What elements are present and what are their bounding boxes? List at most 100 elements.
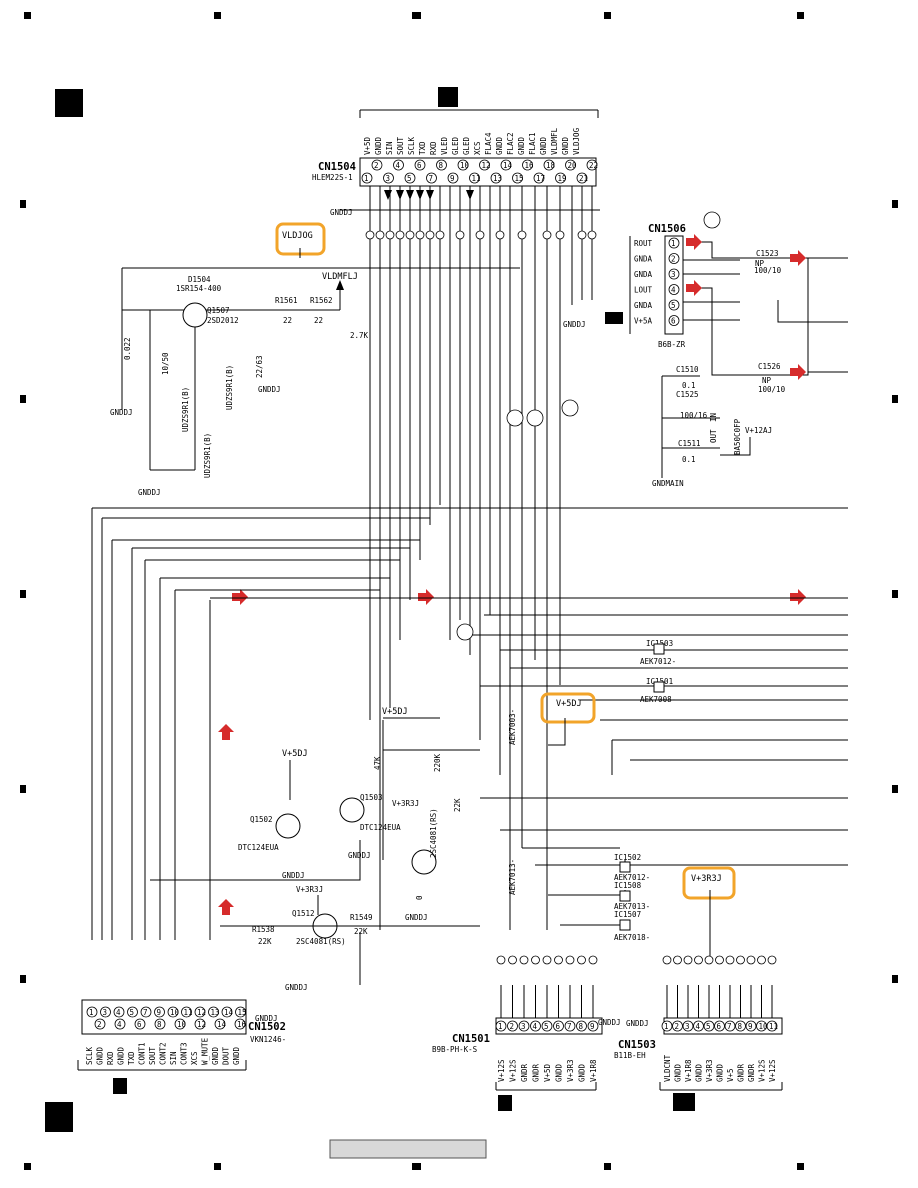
c1523-np: NP	[755, 259, 765, 268]
cn1504-pin-number: 12	[482, 161, 491, 170]
r1502-val: 2.7K	[350, 331, 369, 340]
test-point	[588, 955, 598, 965]
cn1506-pin	[668, 268, 680, 280]
v3r3j-label: V+3R3J	[682, 866, 736, 960]
c1514-val: 0.022	[123, 337, 132, 360]
test-point	[662, 955, 672, 965]
cn1501-signal-label: V+1R8	[589, 1059, 598, 1082]
c1526-np: NP	[762, 376, 772, 385]
cn1504-pin-number: 3	[386, 174, 391, 183]
cn1502-signal-label: TXD	[127, 1051, 136, 1065]
signal-arrow	[232, 589, 248, 605]
test-point	[496, 955, 506, 965]
ic1507-val: AEK7018-	[614, 933, 650, 942]
cn1504-part: HLEM22S-1	[312, 173, 353, 182]
cn1502-pin	[235, 1006, 246, 1018]
q1512-ref: Q1512	[292, 909, 315, 918]
c1526-ref: C1526	[758, 362, 781, 371]
cn1503-pin-number: 8	[738, 1022, 743, 1031]
cn1502-pin-number: 7	[143, 1008, 148, 1017]
cn1501-pin	[587, 1020, 599, 1032]
cn1502-pin-number: 12	[197, 1008, 206, 1017]
vldmflj-text: VLDMFLJ	[322, 272, 358, 282]
cn1502-signal-label: CONT1	[138, 1042, 147, 1065]
cn1501-signal-label: GNDD	[578, 1063, 587, 1082]
test-point	[415, 230, 425, 240]
c1510-ref: C1510	[676, 365, 699, 374]
cn1504-signal-label: XCS	[473, 141, 482, 155]
gnddj-cn1501: GNDDJ	[598, 1018, 621, 1027]
test-point	[542, 230, 552, 240]
cn1502-signal-label: CONT2	[159, 1042, 168, 1065]
cn1504-pin	[533, 172, 545, 184]
cn1506-signal-label: V+5A	[634, 317, 653, 326]
signal-arrow	[790, 364, 806, 380]
v3r3j-text: V+3R3J	[691, 874, 722, 884]
test-point	[715, 955, 724, 965]
cn1503-pin-number: 1	[664, 1022, 669, 1031]
cn1504-signal-label: GNDD	[495, 136, 504, 155]
signal-arrow	[686, 280, 702, 296]
q1502-val: DTC124EUA	[238, 843, 279, 852]
cn1501-pin-number: 2	[510, 1022, 515, 1031]
cn1501-part: B9B-PH-K-S	[432, 1045, 478, 1054]
cn1503-pin	[672, 1020, 683, 1032]
test-point	[365, 230, 375, 240]
cn1502-pin	[94, 1018, 106, 1030]
ic1514-val: AEK7013-	[508, 859, 517, 895]
cn1503-signal-label: VLDCNT	[663, 1054, 672, 1082]
cn1502-signal-label: GNDD	[232, 1046, 241, 1065]
cn1501-pin-number: 8	[579, 1022, 584, 1031]
signal-arrow	[686, 234, 702, 250]
cn1504-signal-label: GNDD	[374, 136, 383, 155]
cn1504-pin-number: 1	[364, 174, 369, 183]
gnddj-1: GNDDJ	[110, 408, 133, 417]
gnddj-q1502: GNDDJ	[282, 871, 305, 880]
r1562-val: 22	[314, 316, 323, 325]
cn1504-signal-label: GNDD	[561, 136, 570, 155]
cn1504-pin	[457, 159, 469, 171]
test-point	[757, 955, 766, 965]
cn1503-pin	[714, 1020, 725, 1032]
cn1502-pin-number: 4	[116, 1008, 121, 1017]
test-point	[542, 955, 552, 965]
cn1506-pin-number: 6	[671, 317, 676, 326]
cn1502-signal-label: GNDD	[96, 1046, 105, 1065]
vldjog-label: VLDJOG	[275, 222, 326, 258]
cn1504-pin	[426, 172, 437, 184]
test-point	[577, 230, 587, 240]
cn1502-part: VKN1246-	[250, 1035, 286, 1044]
v3r3j-q1511: V+3R3J	[392, 799, 419, 808]
cn1501-ref: CN1501	[452, 1033, 490, 1045]
signal-arrow	[218, 724, 234, 740]
cn1502-pin	[194, 1018, 206, 1030]
cn1502-pin-number: 6	[137, 1020, 142, 1029]
c1511-val: 0.1	[682, 455, 696, 464]
cn1504-pin	[371, 159, 383, 171]
cn1502-pin-number: 16	[237, 1020, 247, 1029]
cn1502-signal-label: DOUT	[222, 1046, 231, 1065]
cn1502-pin	[154, 1006, 165, 1018]
cn1506-signal-label: ROUT	[634, 239, 653, 248]
signal-arrow	[790, 589, 806, 605]
cn1502-pin	[134, 1018, 146, 1030]
cn1506-signal-label: LOUT	[634, 286, 653, 295]
cn1502-pin-number: 11	[184, 1008, 193, 1017]
cn1504-ref: CN1504	[318, 161, 356, 173]
cn1502-pin-number: 15	[238, 1008, 247, 1017]
cn1504-pin-number: 21	[579, 174, 588, 183]
cn1503-signal-label: GNDD	[695, 1063, 704, 1082]
d1504-ref: D1504	[188, 275, 211, 284]
cn1503-signal-label: GNDD	[716, 1063, 725, 1082]
test-point	[725, 955, 735, 965]
gnddj-cn1502: GNDDJ	[255, 1014, 278, 1023]
c1523-val: 100/10	[754, 266, 782, 275]
v5dj-q1502: V+5DJ	[282, 749, 308, 759]
cn1506-pin-number: 1	[671, 239, 676, 248]
cn1506-signal-label: GNDA	[634, 301, 653, 310]
test-point	[435, 230, 445, 240]
cn1506-signal-label: GNDA	[634, 255, 653, 264]
